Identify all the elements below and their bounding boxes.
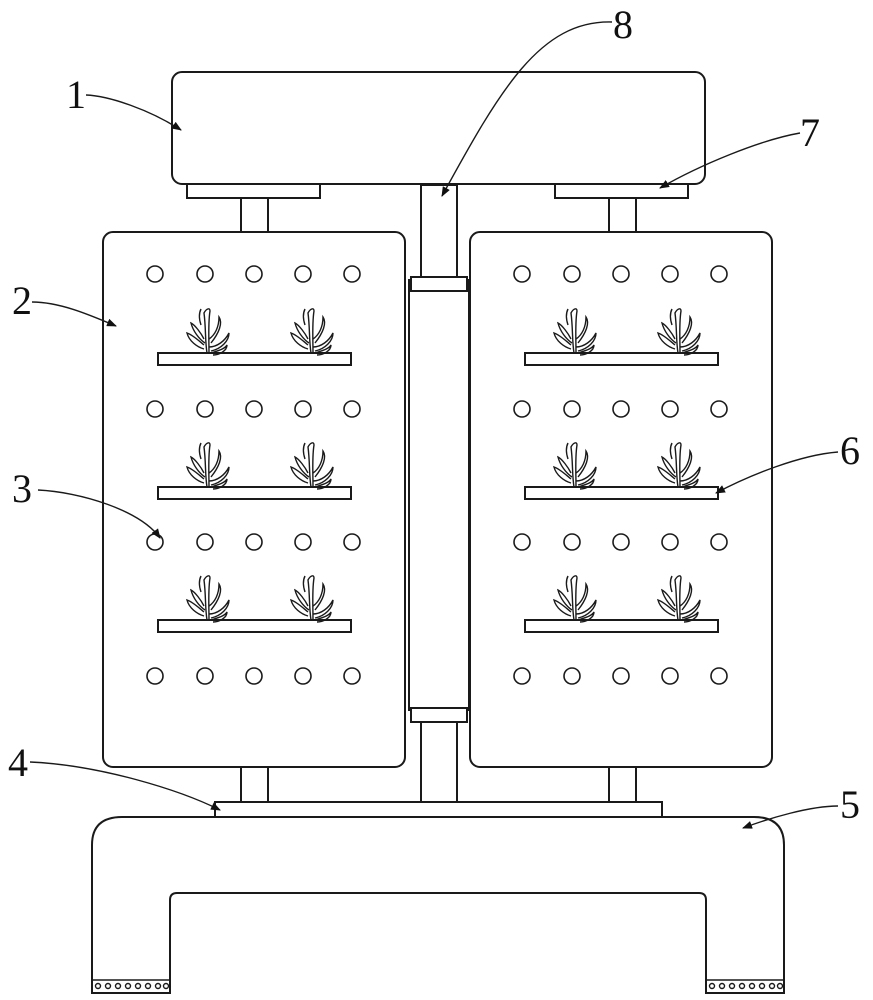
right-top-bracket [554,182,689,199]
label-1: 1 [66,72,86,117]
top-box [171,71,706,185]
base-feet-hatch [92,979,784,990]
central-shaft-lower [420,721,458,803]
central-shaft-upper [420,184,458,281]
left-top-bracket [186,182,321,199]
right-shelves [524,352,719,633]
right-lower-post [608,766,637,803]
leader-lines [29,21,839,829]
right-upper-post [608,197,637,234]
label-4: 4 [8,740,28,785]
left-lower-post [240,766,269,803]
label-2: 2 [12,278,32,323]
label-5: 5 [840,782,860,827]
label-7: 7 [800,110,820,155]
label-8: 8 [613,2,633,47]
central-collar-bottom [410,707,468,723]
bottom-plate [214,801,663,818]
label-3: 3 [12,466,32,511]
label-6: 6 [840,428,860,473]
central-collar-top [410,276,468,292]
central-sleeve [408,279,470,711]
base-stand [91,816,785,994]
right-panel-holes [513,265,728,685]
left-upper-post [240,197,269,234]
left-shelves [157,352,352,633]
